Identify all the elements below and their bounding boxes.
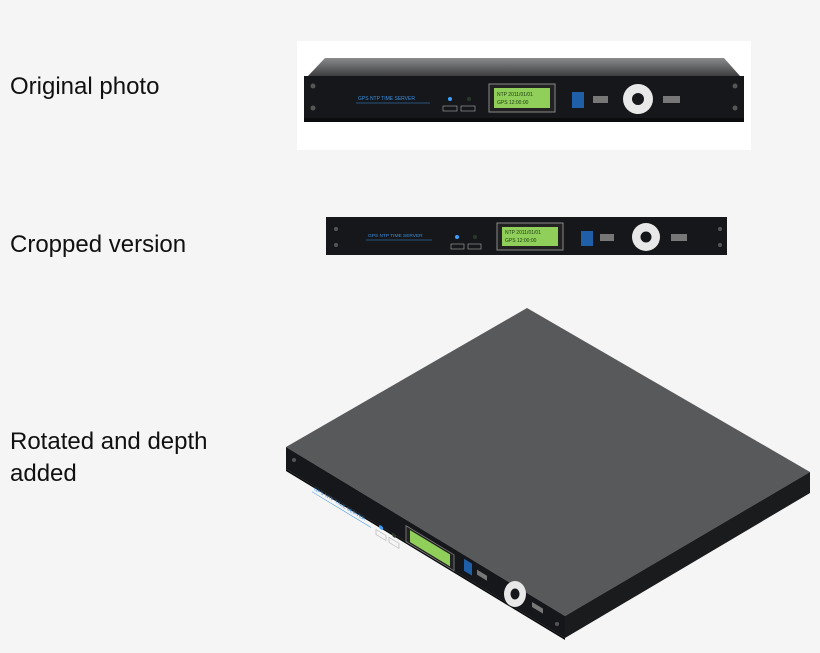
rotated-device-top [286, 308, 810, 616]
cropped-lcd-line1: NTP 2011/01/01 [505, 230, 541, 236]
rotated-blue-button[interactable] [464, 558, 472, 576]
cropped-sel-button[interactable] [450, 243, 465, 250]
label-rotated-depth: Rotated and depth added [10, 426, 270, 490]
rotary-knob-center [632, 93, 644, 105]
led-blue-icon [455, 235, 459, 239]
rack-ear-hole-icon [555, 622, 559, 626]
rotated-device: GPS NTP TIME SERVER [286, 308, 810, 640]
rotated-esc-button[interactable] [477, 569, 487, 581]
label-rotated-line1: Rotated and depth [10, 428, 208, 455]
label-original-photo: Original photo [10, 73, 160, 100]
original-device-top [308, 58, 740, 76]
rack-ear-hole-icon [292, 458, 296, 462]
original-sel-button[interactable] [442, 105, 458, 112]
original-set-button[interactable] [460, 105, 476, 112]
cropped-set-button[interactable] [467, 243, 482, 250]
led-green-icon [392, 533, 396, 538]
cropped-lcd-line2: GPS 12:00:00 [505, 238, 537, 244]
cropped-panel-title: GPS NTP TIME SERVER [368, 233, 423, 239]
original-lcd-screen [494, 88, 550, 108]
rotated-lcd-screen [410, 530, 450, 567]
original-right-button[interactable] [663, 96, 680, 103]
cropped-right-button[interactable] [671, 234, 687, 241]
rack-ear-hole-icon [718, 227, 722, 231]
rotated-right-button[interactable] [532, 601, 543, 614]
rotary-knob-center [510, 588, 520, 600]
cropped-blue-button[interactable] [581, 231, 593, 246]
cropped-esc-button[interactable] [600, 234, 614, 241]
cropped-device: GPS NTP TIME SERVER NTP 2011/01/01 GPS 1… [326, 217, 727, 255]
led-green-icon [473, 235, 477, 239]
rack-ear-hole-icon [334, 227, 338, 231]
rack-ear-hole-icon [732, 105, 738, 111]
rotated-device-side [565, 472, 810, 638]
led-green-icon [467, 97, 471, 101]
original-blue-button[interactable] [572, 92, 584, 108]
label-rotated-line2: added [10, 460, 77, 487]
rotated-title-underline [312, 491, 371, 528]
rack-ear-hole-icon [310, 105, 316, 111]
rack-ear-hole-icon [310, 83, 316, 89]
rotary-knob-center [640, 231, 652, 243]
rack-ear-hole-icon [718, 243, 722, 247]
original-lcd-line2: GPS 12:00:00 [497, 100, 529, 106]
cropped-lcd-screen [502, 227, 558, 246]
original-device-bottom-edge [304, 118, 744, 122]
rack-ear-hole-icon [732, 83, 738, 89]
original-device: GPS NTP TIME SERVER NTP 2011/01/01 GPS 1… [304, 58, 744, 122]
original-esc-button[interactable] [593, 96, 608, 103]
rotated-device-bottom-edge [286, 469, 565, 640]
original-lcd-line1: NTP 2011/01/01 [497, 92, 533, 98]
rack-ear-hole-icon [334, 243, 338, 247]
rotated-sel-button[interactable] [375, 529, 387, 542]
led-blue-icon [379, 525, 383, 530]
label-cropped-version: Cropped version [10, 231, 187, 258]
rotated-set-button[interactable] [388, 536, 400, 549]
original-panel-title: GPS NTP TIME SERVER [358, 96, 415, 102]
led-blue-icon [448, 97, 452, 101]
